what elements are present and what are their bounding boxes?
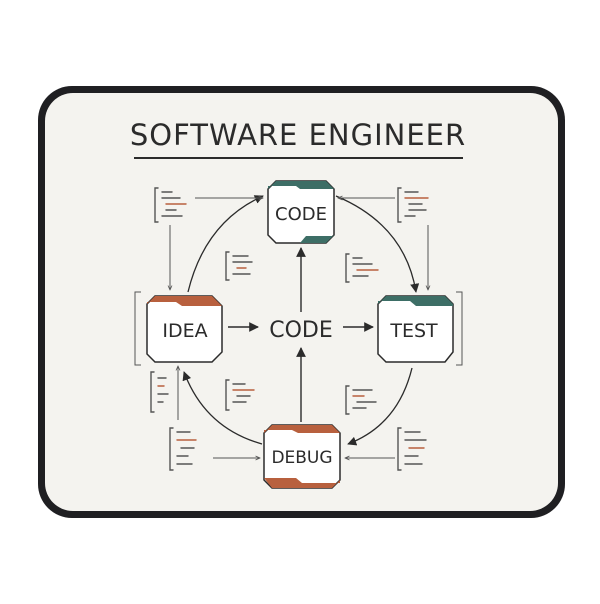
side-brackets [134, 291, 463, 366]
debug-rust-band-top [264, 425, 340, 433]
outer-connectors [170, 198, 428, 458]
cycle-arcs [182, 195, 420, 446]
node-code-top: CODE [267, 180, 335, 244]
title: SOFTWARE ENGINEER [130, 118, 466, 152]
code-top-teal-band-bottom [300, 235, 334, 243]
node-code-top-label: CODE [275, 204, 327, 225]
arc-test-to-debug [347, 367, 413, 446]
idea-rust-band [147, 296, 222, 306]
arc-idea-to-code [187, 195, 264, 293]
node-idea: IDEA [146, 295, 223, 363]
arc-code-to-test [335, 195, 420, 293]
test-teal-band [378, 296, 453, 306]
code-top-teal-band [268, 181, 334, 189]
node-test-label: TEST [389, 320, 438, 342]
debug-rust-band-bottom [264, 478, 340, 488]
node-test: TEST [377, 295, 454, 363]
arc-debug-to-idea [182, 371, 263, 445]
node-debug: DEBUG [263, 424, 341, 489]
node-code-center-label: CODE [269, 318, 333, 343]
node-idea-label: IDEA [162, 320, 207, 342]
code-snippets [150, 187, 429, 471]
node-debug-label: DEBUG [271, 448, 332, 468]
center-arrows [228, 247, 374, 422]
